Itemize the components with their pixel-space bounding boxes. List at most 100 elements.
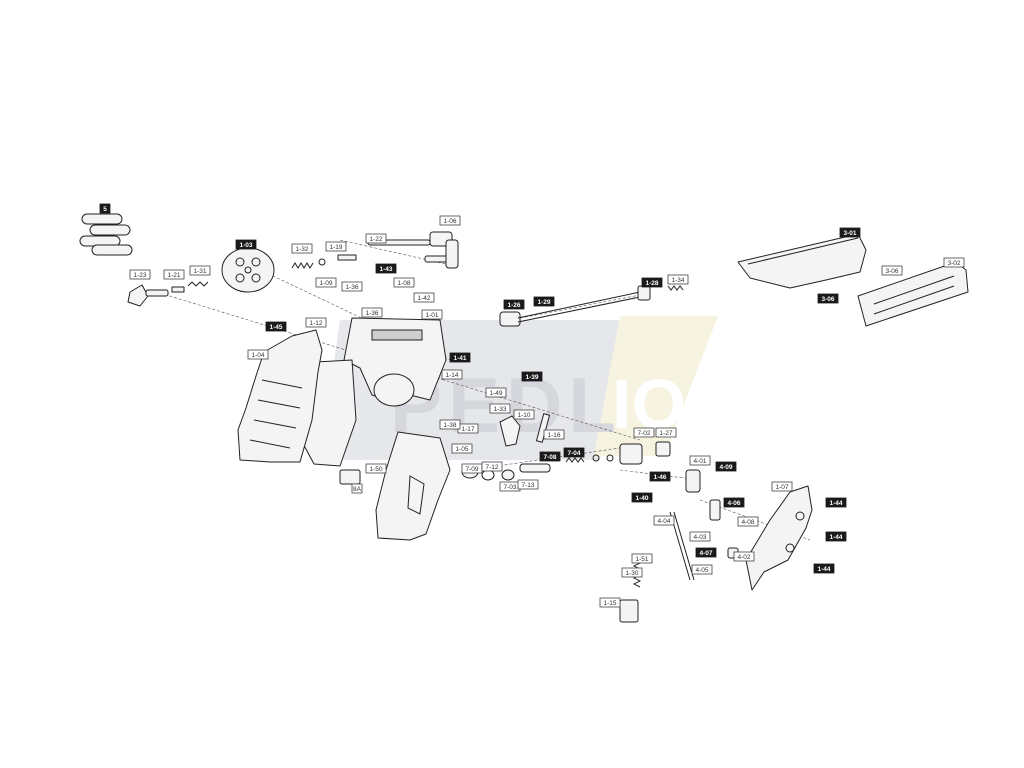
callout-1-39: 1-39 [521, 371, 543, 382]
callout-1-12: 1-12 [305, 317, 327, 328]
hammer-assembly-part [499, 413, 671, 465]
callout-1-44: 1-44 [825, 497, 847, 508]
callout-label: 1-43 [379, 266, 392, 273]
callout-label: 1-22 [369, 236, 382, 243]
callout-box [375, 263, 397, 274]
callout-4-01: 4-01 [689, 455, 711, 466]
callout-box [365, 233, 387, 244]
yoke-part [367, 231, 459, 269]
callout-label: 1-36 [345, 284, 358, 291]
callout-1-41: 1-41 [449, 352, 471, 363]
callout-4-08: 4-08 [737, 516, 759, 527]
callout-1-42: 1-42 [413, 292, 435, 303]
callout-label: 1-42 [417, 295, 430, 302]
callout-box [451, 443, 473, 454]
callout-box [825, 531, 847, 542]
callout-box [305, 317, 327, 328]
callout-label: 7-13 [521, 482, 534, 489]
callout-box [325, 241, 347, 252]
callout-1-26: 1-26 [503, 299, 525, 310]
callout-1-44: 1-44 [813, 563, 835, 574]
callout-label: 1-34 [671, 277, 684, 284]
callout-label: 1-28 [645, 280, 658, 287]
callout-7-08: 7-08 [539, 451, 561, 462]
callout-label: 1-09 [319, 280, 332, 287]
callout-box [881, 265, 903, 276]
callout-box [631, 553, 653, 564]
callout-box [129, 269, 151, 280]
callout-1-27: 1-27 [655, 427, 677, 438]
callout-box [189, 265, 211, 276]
callout-1-06: 1-06 [439, 215, 461, 226]
callout-7-09: 7-09 [461, 463, 483, 474]
callout-label: 4-05 [695, 567, 708, 574]
callout-box [599, 597, 621, 608]
callout-1-44: 1-44 [825, 531, 847, 542]
callout-box [265, 321, 287, 332]
callout-label: 7-09 [465, 466, 478, 473]
callout-label: 1-01 [425, 312, 438, 319]
callout-1-16: 1-16 [543, 429, 565, 440]
callout-7-03: 7-03 [499, 481, 521, 492]
callout-1-36: 1-36 [361, 307, 383, 318]
callout-box [825, 497, 847, 508]
callout-1-38: 1-38 [439, 419, 461, 430]
callout-box [695, 547, 717, 558]
callout-box [521, 371, 543, 382]
callout-box [489, 403, 511, 414]
callout-box [413, 292, 435, 303]
callout-box [517, 479, 539, 490]
callout-box [503, 299, 525, 310]
callout-label: 1-49 [489, 390, 502, 397]
callout-box [341, 281, 363, 292]
callout-label: 1-36 [365, 310, 378, 317]
callout-label: 1-27 [659, 430, 672, 437]
callout-box [235, 239, 257, 250]
callout-box [563, 447, 585, 458]
callout-box [365, 463, 387, 474]
callout-label: 4-06 [727, 500, 740, 507]
callout-box [655, 427, 677, 438]
callout-box [641, 277, 663, 288]
callout-label: 1-44 [817, 566, 830, 573]
callout-label: 1-29 [537, 299, 550, 306]
callout-box [485, 387, 507, 398]
barrel-part [499, 285, 684, 327]
callout-box [533, 296, 555, 307]
callout-1-45: 1-45 [265, 321, 287, 332]
callout-label: 1-05 [455, 446, 468, 453]
callout-1-40: 1-40 [631, 492, 653, 503]
callout-box [817, 293, 839, 304]
callout-1-43: 1-43 [375, 263, 397, 274]
callout-label: 1-08 [397, 280, 410, 287]
callout-label: 1-30 [625, 570, 638, 577]
callout-label: 1-50 [369, 466, 382, 473]
callout-label: 4-07 [699, 550, 712, 557]
callout-7-02: 7-02 [633, 427, 655, 438]
callout-3-06: 3-06 [817, 293, 839, 304]
callout-label: 3-01 [843, 230, 856, 237]
callout-label: 5 [103, 206, 107, 213]
callout-label: 1-40 [635, 495, 648, 502]
callout-label: 1-41 [453, 355, 466, 362]
callout-1-15: 1-15 [599, 597, 621, 608]
cylinder-part [221, 247, 275, 293]
callout-label: 7-02 [637, 430, 650, 437]
callout-1-31: 1-31 [189, 265, 211, 276]
callout-label: 1-31 [193, 268, 206, 275]
callout-box [421, 309, 443, 320]
callout-box [351, 483, 363, 494]
shroud-part [737, 233, 867, 289]
callout-label: 1-26 [507, 302, 520, 309]
callout-label: 7-03 [503, 484, 516, 491]
callout-label: 1-51 [635, 556, 648, 563]
callout-1-30: 1-30 [621, 567, 643, 578]
callout-label: 1-33 [493, 406, 506, 413]
callout-box [649, 471, 671, 482]
left-grip-part [237, 329, 323, 463]
callout-3-01: 3-01 [839, 227, 861, 238]
callout-box [715, 461, 737, 472]
callout-4-02: 4-02 [733, 551, 755, 562]
callout-label: 1-44 [829, 500, 842, 507]
